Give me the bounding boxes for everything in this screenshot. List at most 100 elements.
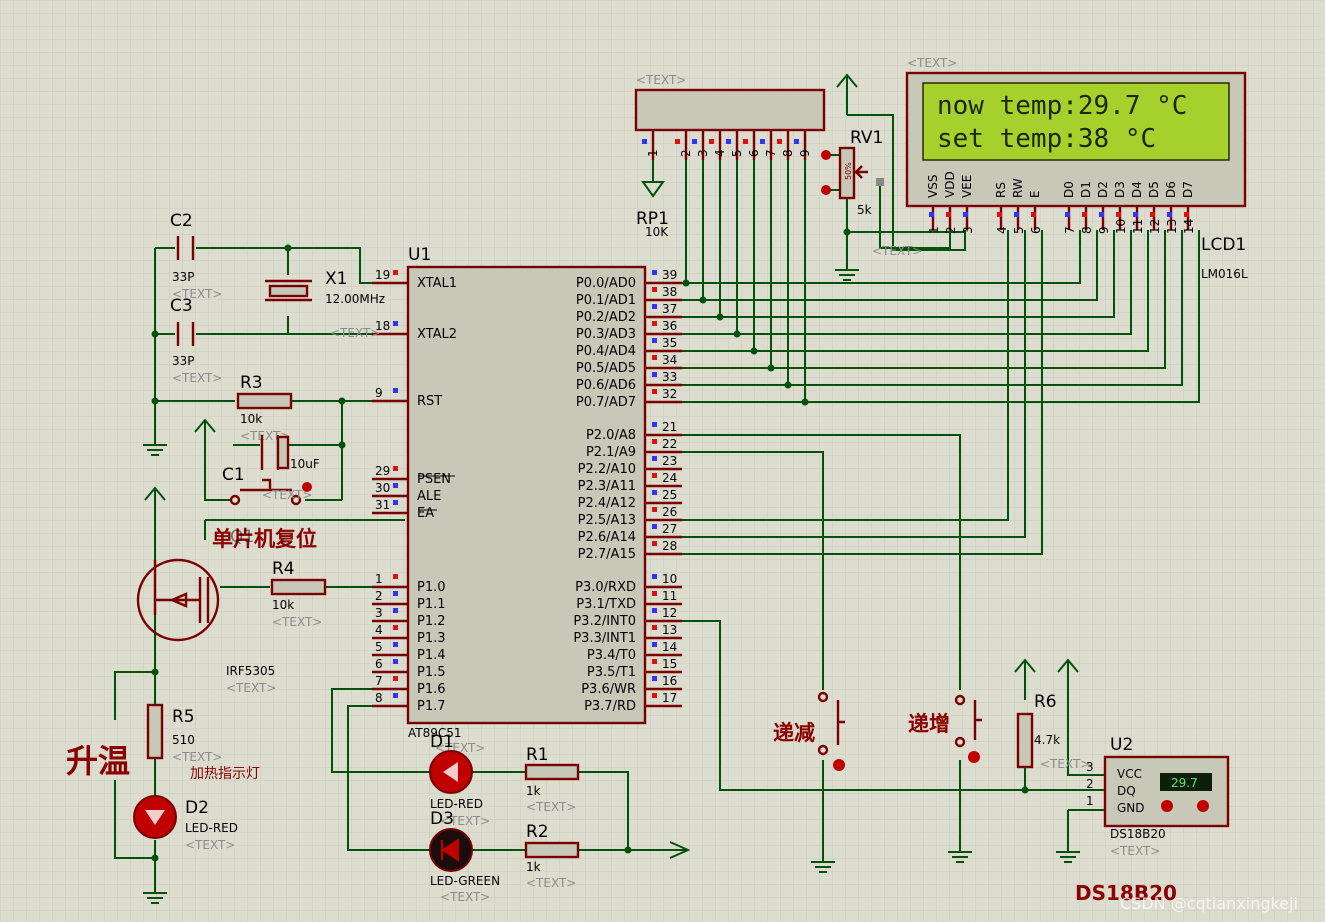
resistor-r2[interactable] (524, 841, 580, 859)
r5-label: R5 (172, 707, 195, 727)
u1-label: U1 (408, 245, 431, 265)
u1-pin-number: 16 (662, 674, 677, 688)
u1-pin-name: P2.5/A13 (578, 513, 636, 528)
decrement-indicator[interactable] (833, 759, 845, 771)
u1-pin-number: 17 (662, 691, 677, 705)
decrement-caption: 递减 (773, 721, 815, 745)
rp1-pin-number: 8 (781, 149, 795, 157)
u1-pin-number: 8 (375, 691, 383, 705)
u1-pin-number: 12 (662, 606, 677, 620)
capacitor-c1[interactable] (260, 435, 290, 470)
u1-pin-name: P1.5 (417, 665, 446, 680)
q1-text-tag: <TEXT> (226, 681, 276, 695)
lcd-pin-number: 1 (927, 226, 941, 234)
u1-pin-number: 6 (375, 657, 383, 671)
rp1-pin-number: 7 (764, 149, 778, 157)
u1-pin-number: 4 (375, 623, 383, 637)
u1-pin-number: 15 (662, 657, 677, 671)
u1-pin-name: P0.0/AD0 (576, 276, 636, 291)
u1-pin-name: P3.1/TXD (576, 597, 636, 612)
u1-pin-number: 19 (375, 268, 390, 282)
x1-value: 12.00MHz (325, 292, 385, 306)
lcd-pin-number: 4 (995, 226, 1009, 234)
lcd-pin-number: 6 (1029, 226, 1043, 234)
u1-pin-number: 2 (375, 589, 383, 603)
q1-type: IRF5305 (226, 664, 275, 678)
r1-text-tag: <TEXT> (526, 800, 576, 814)
lcd-pin-number: 2 (944, 226, 958, 234)
u1-pin-number: 10 (662, 572, 677, 586)
resistor-r6[interactable] (1016, 712, 1034, 769)
resistor-r3[interactable] (236, 392, 293, 410)
ds-temp-up[interactable] (1197, 800, 1209, 812)
reset-button[interactable] (229, 478, 302, 506)
lcd-pin-name: VDD (943, 171, 957, 198)
lcd-pin-number: 3 (961, 226, 975, 234)
lcd-pin-number: 11 (1131, 219, 1145, 234)
u1-pin-number: 3 (375, 606, 383, 620)
r2-value: 1k (526, 860, 541, 874)
increment-button[interactable] (954, 694, 982, 748)
u1-pin-name: P3.4/T0 (587, 648, 636, 663)
u1-pin-name: P2.2/A10 (578, 462, 636, 477)
rp1-text-tag: <TEXT> (636, 73, 686, 87)
u1-pin-name: P2.4/A12 (578, 496, 636, 511)
resistor-r5[interactable] (146, 703, 164, 760)
c2-label: C2 (170, 211, 193, 231)
r3-value: 10k (240, 412, 262, 426)
svg-text:2: 2 (1086, 777, 1094, 791)
reset-button-indicator[interactable] (302, 482, 312, 492)
lcd-pin-number: 14 (1182, 219, 1196, 234)
lcd-pin-number: 8 (1080, 226, 1094, 234)
u1-pin-number: 18 (375, 319, 390, 333)
ds-temp-down[interactable] (1161, 800, 1173, 812)
u1-pin-number: 1 (375, 572, 383, 586)
lcd-pin-name: E (1028, 190, 1042, 198)
led-d2[interactable] (133, 795, 177, 839)
u1-pin-number: 39 (662, 268, 677, 282)
potentiometer-rv1[interactable]: 50% (821, 146, 884, 200)
u1-pin-number: 22 (662, 437, 677, 451)
reset-text-tag: <TEXT> (262, 488, 312, 502)
rp1-pin-number: 4 (713, 149, 727, 157)
mosfet-q1[interactable] (136, 558, 220, 642)
lcd-pin-number: 5 (1012, 226, 1026, 234)
d1-text-tag: <TEXT> (440, 814, 490, 828)
watermark: CSDN @cqtianxingkeji (1120, 894, 1298, 913)
resistor-r4[interactable] (270, 578, 327, 596)
resistor-r1[interactable] (524, 763, 580, 781)
c2-value: 33P (172, 270, 195, 284)
u1-microcontroller[interactable]: U1 AT89C51 <TEXT> 19XTAL118XTAL29RST29PS… (372, 245, 682, 755)
u2-type: DS18B20 (1110, 827, 1166, 841)
heat-lamp-caption: 加热指示灯 (190, 766, 260, 782)
lcd-pin-name: D2 (1096, 181, 1110, 198)
u1-pin-name: P3.6/WR (581, 682, 636, 697)
lcd-module[interactable]: now temp:29.7 °C set temp:38 °C VSS1VDD2… (905, 71, 1247, 234)
u1-pin-number: 14 (662, 640, 677, 654)
r6-label: R6 (1034, 692, 1057, 712)
decrement-button[interactable] (817, 691, 845, 756)
x1-text-tag: <TEXT> (330, 326, 380, 340)
c3-label: C3 (170, 296, 193, 316)
u1-pin-number: 5 (375, 640, 383, 654)
r4-label: R4 (272, 559, 295, 579)
lcd-pin-number: 12 (1148, 219, 1162, 234)
ds18b20-sensor[interactable]: VCC DQ GND 29.7 321 (1086, 755, 1230, 828)
capacitor-c2[interactable] (176, 236, 195, 260)
increment-indicator[interactable] (968, 751, 980, 763)
u1-pin-number: 21 (662, 420, 677, 434)
u1-pin-name: PSEN (417, 472, 451, 487)
led-d3[interactable] (429, 828, 473, 872)
d1-type: LED-RED (430, 797, 483, 811)
capacitor-c3[interactable] (176, 322, 195, 346)
u1-pin-number: 7 (375, 674, 383, 688)
led-d1[interactable] (429, 750, 473, 794)
rp1-pin-number: 2 (679, 149, 693, 157)
lcd-pin-name: D3 (1113, 181, 1127, 198)
u1-pin-number: 9 (375, 386, 383, 400)
rp1-value: 10K (645, 225, 669, 239)
lcd-pin-name: VEE (960, 175, 974, 198)
crystal-x1[interactable] (265, 279, 312, 302)
